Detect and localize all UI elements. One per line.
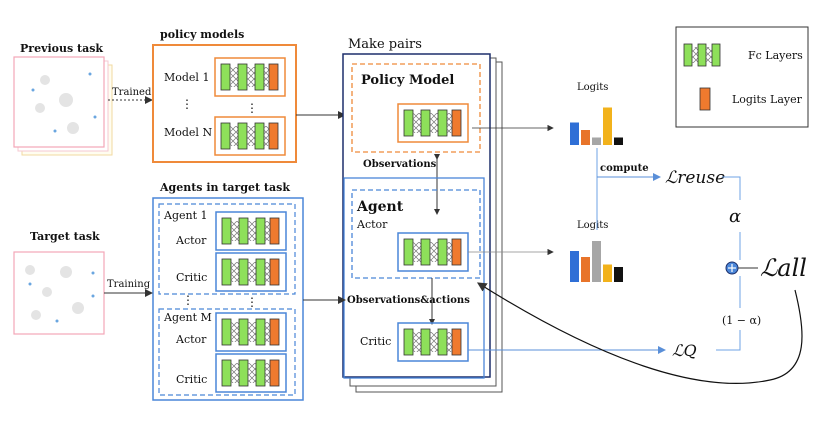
logit-bar [570,122,579,145]
svg-text:⋮: ⋮ [182,293,194,307]
logits-bottom-label: Logits [577,220,608,231]
logit-bar [581,130,590,145]
agent-1-label: Agent 1 [163,209,208,222]
agent-1-critic-network [221,258,280,286]
agent-critic-label: Critic [360,335,391,348]
policy-model-title: Policy Model [361,73,454,88]
agent-title: Agent [356,199,404,215]
logits-bottom-chart [570,241,623,282]
agent-critic-network [403,328,462,356]
logit-bar [581,257,590,282]
observations-actions-label: Observations&actions [347,295,470,306]
agent-1-box [158,203,296,295]
previous-task-map [13,56,113,156]
svg-text:Actor: Actor [175,234,207,247]
legend-box [675,26,809,128]
model-1-label: Model 1 [164,71,209,84]
policy-model-box [351,63,481,153]
agent-box [351,189,481,279]
svg-text:Actor: Actor [175,333,207,346]
logit-bar [592,241,601,282]
agent-m-actor-network [221,318,280,346]
feedback-curve [476,282,803,384]
legend-fc-label: Fc Layers [748,49,803,62]
logit-bar [603,264,612,282]
svg-text:Critic: Critic [176,373,207,386]
model-1-network [220,63,279,91]
logits-top-chart [570,107,623,145]
one-minus-alpha-label: (1 − α) [722,314,761,327]
agent-1-actor-network [221,217,280,245]
policy-models-title: policy models [160,28,244,41]
legend-fc-icon [683,43,721,67]
agent-actor-network [403,238,462,266]
logit-bar [592,137,601,145]
model-n-label: Model N [164,126,212,139]
logit-bar [603,107,612,145]
agents-target-title: Agents in target task [159,181,290,194]
svg-text:⋮: ⋮ [246,295,258,309]
training-label: Training [107,279,151,290]
compute-label: compute [600,163,649,174]
previous-task-label: Previous task [20,42,103,55]
loss-all-label: ℒall [760,254,807,282]
make-pairs-title: Make pairs [348,37,422,52]
observations-label: Observations [363,159,437,170]
loss-q-label: ℒQ [672,341,697,360]
svg-text:⋮: ⋮ [246,101,258,115]
logit-bar [614,137,623,145]
legend-logits-icon [699,87,711,111]
policy-model-network [403,109,462,137]
agent-m-label: Agent M [163,311,212,324]
target-task-map [13,251,105,335]
policy-models-ellipsis: ⋮ [181,97,193,111]
agent-m-critic-network [221,359,280,387]
loss-reuse-label: ℒreuse [665,168,725,188]
trained-label: Trained [112,87,152,98]
svg-text:Critic: Critic [176,271,207,284]
legend-logits-label: Logits Layer [732,93,803,106]
agents-target-box [152,197,304,401]
policy-models-box [152,44,297,163]
target-task-label: Target task [30,230,100,243]
alpha-label: α [729,206,741,227]
logits-top-label: Logits [577,82,608,93]
logit-bar [614,267,623,282]
model-n-network [220,122,279,150]
agent-m-box [158,308,296,396]
agent-actor-label: Actor [356,218,388,231]
logit-bar [570,251,579,282]
